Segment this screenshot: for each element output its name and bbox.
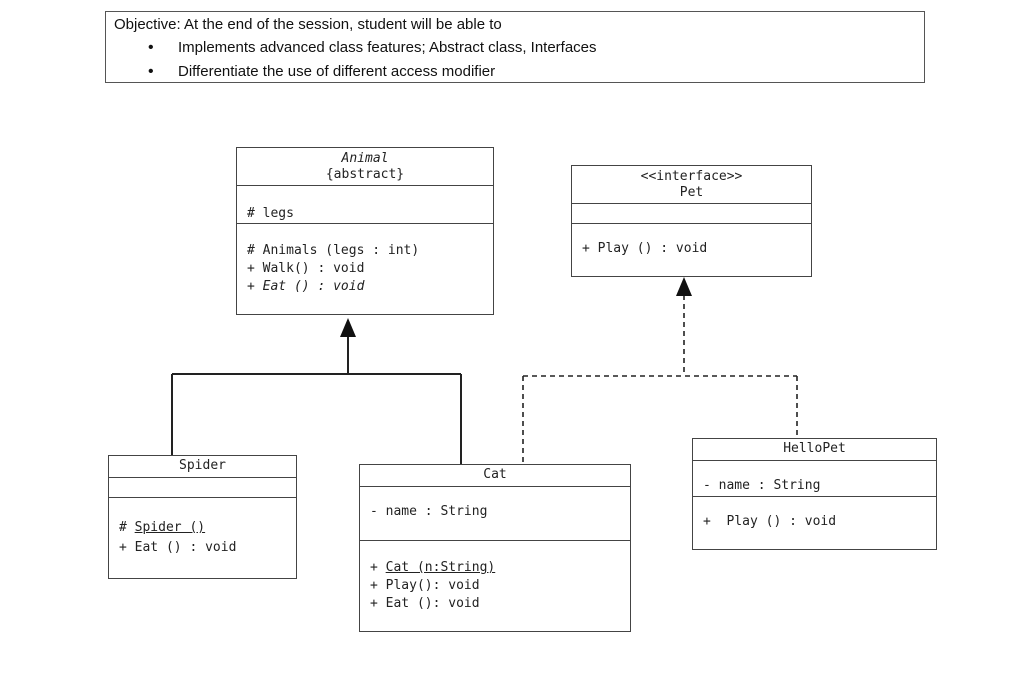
objective-item: Differentiate the use of different acces… (106, 60, 597, 84)
class-hellopet-method: + Play () : void (703, 514, 837, 529)
class-animal-name: Animal (341, 151, 389, 166)
class-spider: Spider # Spider () + Eat () : void (108, 455, 297, 579)
class-cat-method: + Play(): void (370, 578, 480, 593)
class-cat-constructor-line: + Cat (n:String) (370, 559, 495, 577)
class-cat-constructor-prefix: + (370, 560, 386, 575)
interface-pet-methods: + Play () : void (572, 224, 811, 276)
class-cat-constructor: Cat (n:String) (385, 560, 496, 575)
interface-pet: <<interface>> Pet + Play () : void (571, 165, 812, 277)
class-hellopet-methods: + Play () : void (693, 497, 936, 549)
class-animal-method: + Walk() : void (247, 261, 365, 276)
class-spider-methods: # Spider () + Eat () : void (109, 498, 296, 578)
objective-title: Objective: At the end of the session, st… (114, 16, 502, 33)
class-spider-attributes (109, 478, 296, 498)
class-animal-stereotype: {abstract} (325, 167, 405, 182)
class-hellopet-name: HelloPet (783, 441, 846, 456)
class-spider-constructor: Spider () (134, 520, 206, 535)
class-spider-name: Spider (179, 458, 226, 473)
objective-list: Implements advanced class features; Abst… (106, 36, 597, 84)
class-animal-methods: # Animals (legs : int) + Walk() : void +… (237, 224, 493, 314)
class-hellopet: HelloPet - name : String + Play () : voi… (692, 438, 937, 550)
interface-pet-name: Pet (679, 185, 704, 200)
interface-pet-stereotype: <<interface>> (640, 169, 743, 184)
class-cat-attributes: - name : String (360, 487, 630, 541)
class-spider-method: + Eat () : void (119, 540, 237, 555)
class-hellopet-attributes: - name : String (693, 461, 936, 497)
class-hellopet-attribute: - name : String (703, 478, 821, 493)
class-spider-header: Spider (109, 456, 296, 478)
class-cat-header: Cat (360, 465, 630, 487)
interface-pet-method: + Play () : void (582, 241, 708, 256)
class-animal-method-abstract: + Eat () : void (247, 279, 365, 294)
class-cat: Cat - name : String + Cat (n:String) + P… (359, 464, 631, 632)
class-animal: Animal {abstract} # legs # Animals (legs… (236, 147, 494, 315)
objective-box: Objective: At the end of the session, st… (105, 11, 925, 84)
interface-pet-attributes (572, 204, 811, 224)
class-cat-name: Cat (483, 467, 507, 482)
realization-arrowhead (676, 277, 692, 296)
class-cat-methods: + Cat (n:String) + Play(): void + Eat ()… (360, 541, 630, 631)
class-spider-constructor-line: # Spider () (119, 519, 205, 537)
class-animal-attribute: # legs (247, 206, 294, 221)
class-cat-attribute: - name : String (370, 504, 488, 519)
class-animal-header: Animal {abstract} (237, 148, 493, 186)
interface-pet-header: <<interface>> Pet (572, 166, 811, 204)
class-cat-method: + Eat (): void (370, 596, 480, 611)
class-spider-constructor-prefix: # (119, 520, 135, 535)
class-hellopet-header: HelloPet (693, 439, 936, 461)
class-animal-method: # Animals (legs : int) (247, 243, 420, 258)
objective-item: Implements advanced class features; Abst… (106, 36, 597, 60)
class-animal-attributes: # legs (237, 186, 493, 224)
inheritance-arrowhead (340, 318, 356, 337)
